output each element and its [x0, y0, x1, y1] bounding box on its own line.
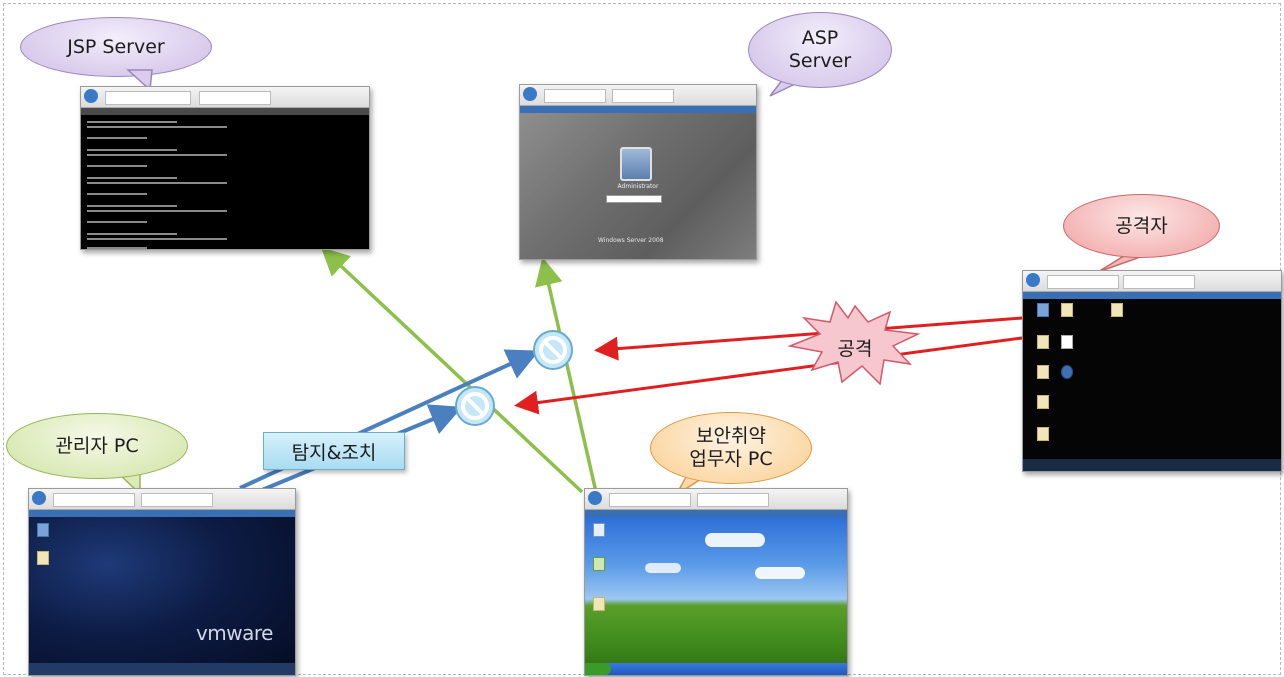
browser-icon: [1061, 365, 1073, 379]
cloud: [755, 567, 805, 579]
browser-tab: [697, 493, 769, 507]
folder-icon: [593, 597, 605, 611]
folder-icon: [1037, 335, 1049, 349]
admin-pc-label: 관리자 PC: [55, 434, 139, 457]
browser-tab: [141, 493, 213, 507]
arrow-attack-2: [514, 336, 1023, 415]
taskbar: [1023, 459, 1281, 471]
taskbar: [29, 663, 295, 675]
browser-tab: [1123, 275, 1195, 289]
console-bar: [585, 510, 847, 517]
my-computer-icon: [593, 523, 605, 537]
browser-toolbar: [585, 489, 847, 510]
browser-back-icon: [1026, 273, 1040, 287]
desktop-view: [1023, 299, 1281, 471]
folder-icon: [1037, 427, 1049, 441]
login-username: Administrator: [617, 183, 659, 190]
detect-action-label: 탐지&조치: [263, 432, 405, 470]
browser-tab: [612, 89, 674, 103]
asp-server-label-line1: ASP: [801, 27, 839, 50]
browser-toolbar: [520, 85, 756, 106]
jsp-server-bubble: JSP Server: [20, 17, 212, 77]
arrow-attack-1: [594, 316, 1023, 361]
jsp-server-label: JSP Server: [67, 35, 165, 58]
console-bar: [1023, 292, 1281, 299]
arrow-vulnpc-to-jsp: [320, 247, 584, 494]
vuln-pc-label-line1: 보안취약: [696, 425, 766, 448]
asp-server-bubble: ASP Server: [748, 12, 892, 88]
explosion-burst-icon: [787, 300, 921, 386]
vuln-pc-screen: [584, 488, 848, 676]
browser-back-icon: [523, 87, 537, 101]
vuln-pc-label-line2: 업무자 PC: [689, 448, 773, 470]
jsp-server-screen: [80, 86, 370, 250]
os-brand: Windows Server 2008: [598, 237, 664, 244]
console-bar: [81, 108, 369, 115]
block-icon: [455, 386, 495, 426]
recycle-bin-icon: [1037, 303, 1049, 317]
file-icon: [1061, 335, 1073, 349]
attack-label: 공격: [837, 338, 873, 360]
start-button[interactable]: [585, 663, 611, 675]
browser-tab: [609, 493, 691, 507]
attacker-screen: [1022, 270, 1282, 472]
folder-icon: [1037, 395, 1049, 409]
folder-icon: [1061, 303, 1073, 317]
vuln-pc-bubble: 보안취약 업무자 PC: [650, 412, 812, 484]
terminal-view: [81, 115, 369, 249]
desktop-view: vmware: [29, 517, 295, 675]
folder-icon: [1037, 365, 1049, 379]
browser-toolbar: [81, 87, 369, 108]
taskbar: [585, 663, 847, 675]
cloud: [645, 563, 681, 573]
attacker-label: 공격자: [1115, 214, 1168, 237]
browser-tab: [53, 493, 135, 507]
browser-back-icon: [32, 491, 46, 505]
block-icon: [533, 330, 573, 370]
asp-server-screen: Administrator Windows Server 2008: [519, 84, 757, 260]
admin-pc-bubble: 관리자 PC: [6, 413, 188, 479]
arrow-vulnpc-to-asp: [535, 257, 598, 493]
network-icon: [593, 557, 605, 571]
cloud: [705, 533, 765, 547]
password-field[interactable]: [606, 195, 662, 203]
login-view: Administrator Windows Server 2008: [520, 113, 756, 259]
browser-tab: [199, 91, 271, 105]
browser-tab: [105, 91, 191, 105]
folder-icon: [37, 551, 49, 565]
console-bar: [29, 510, 295, 517]
asp-server-label-line2: Server: [788, 50, 852, 72]
browser-back-icon: [588, 491, 602, 505]
recycle-bin-icon: [37, 523, 49, 537]
browser-tab: [1047, 275, 1119, 289]
console-bar: [520, 106, 756, 113]
browser-back-icon: [84, 89, 98, 103]
user-avatar: [620, 147, 652, 181]
admin-pc-screen: vmware: [28, 488, 296, 676]
folder-icon: [1111, 303, 1123, 317]
desktop-view: [585, 517, 847, 675]
attacker-bubble: 공격자: [1063, 194, 1220, 258]
browser-tab: [544, 89, 606, 103]
vmware-logo: vmware: [195, 621, 274, 645]
detect-action-text: 탐지&조치: [291, 441, 377, 464]
browser-toolbar: [1023, 271, 1281, 292]
browser-toolbar: [29, 489, 295, 510]
